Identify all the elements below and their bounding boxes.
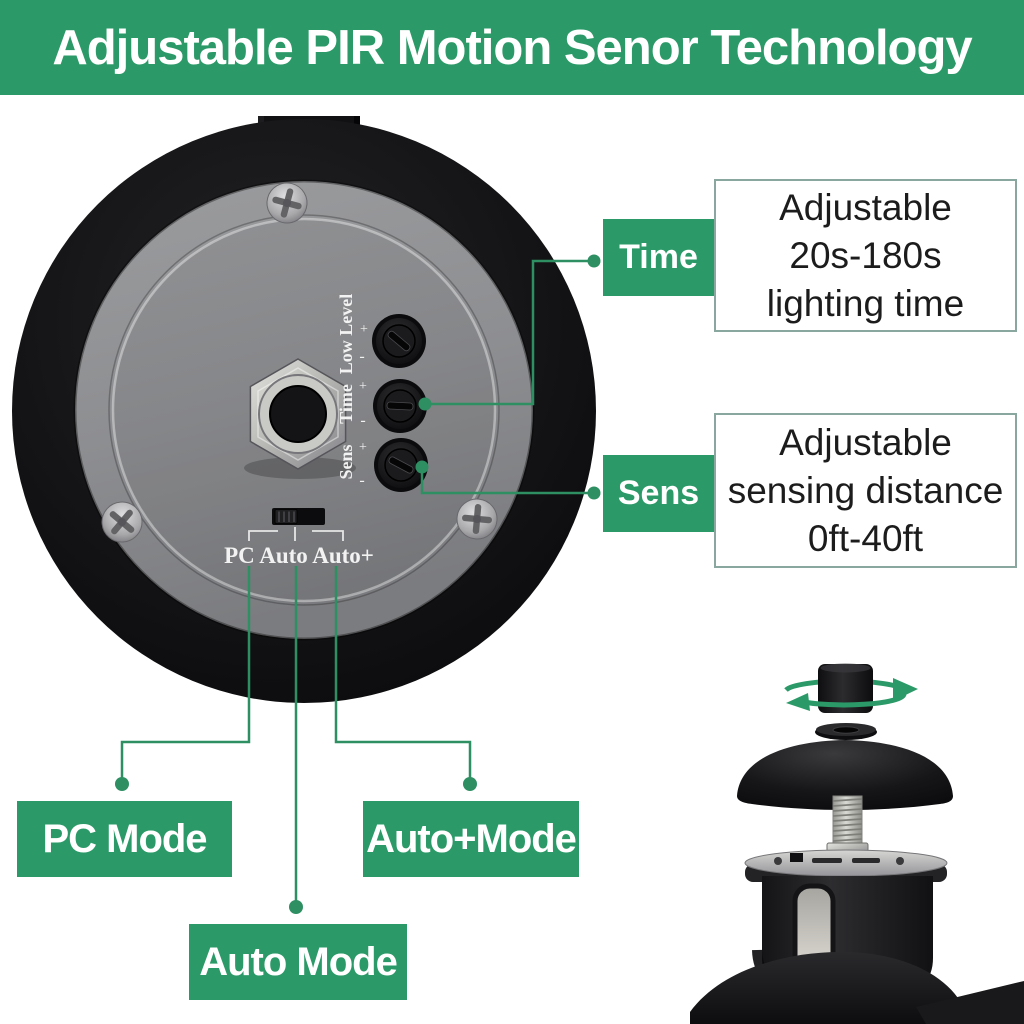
washer [815,723,877,740]
cable-gland-hole [269,385,327,443]
phillips-screw-top [266,182,308,224]
sens-dial-label: Sens [336,444,356,479]
dome-cap [737,740,953,810]
callout-connectors [115,254,601,914]
time-plus: + [359,379,367,394]
threaded-shaft [826,795,869,858]
rotation-arrowhead-right [893,678,918,701]
pc-mode-connector [115,566,251,791]
switch-options-label: PC Auto Auto+ [224,543,374,568]
time-callout-text: Time [619,238,698,276]
low-level-dial [372,314,426,368]
low-level-plus: + [360,322,368,337]
exploded-product-photo [690,663,1024,1024]
header-bar: Adjustable PIR Motion Senor Technology [0,0,1024,95]
lamp-fin [916,981,1024,1024]
phillips-screw-right [456,498,498,540]
time-info-line2: 20s-180s [789,234,942,276]
rotation-arrowhead-left [786,693,810,711]
sens-dial [374,438,428,492]
hex-nut [244,358,356,479]
low-level-dial-label: Low Level [336,294,356,375]
pc-mode-label: PC Mode [17,801,232,877]
rotation-arrow-front [797,693,907,708]
sens-info-line2: sensing distance [727,469,1004,511]
lamp-head [690,951,963,1024]
time-info-box: Adjustable 20s-180s lighting time [714,179,1017,332]
sens-callout-text: Sens [617,474,700,512]
sens-callout-label: Sens [603,455,714,532]
sens-connector [415,460,601,500]
time-info-line1: Adjustable [779,186,952,228]
sensor-back-photo: Low Level + - Time + - Sens + - [12,116,596,703]
time-dial [373,379,427,433]
auto-plus-mode-label: Auto+Mode [363,801,579,877]
phillips-screw-left [101,501,143,543]
time-minus: - [360,412,365,429]
sens-info-line1: Adjustable [779,421,952,463]
switch-knob [274,509,298,524]
sens-info-box: Adjustable sensing distance 0ft-40ft [714,413,1017,568]
sens-plus: + [359,440,367,455]
adjustment-knob [818,663,873,713]
time-info-line3: lighting time [766,282,965,324]
auto-mode-connector [289,566,303,914]
auto-mode-text: Auto Mode [199,939,398,984]
sens-minus: - [359,472,364,489]
auto-plus-mode-connector [334,566,477,791]
sens-info-line3: 0ft-40ft [807,517,924,559]
time-connector [418,254,601,411]
auto-plus-mode-text: Auto+Mode [366,816,577,861]
mode-switch [272,508,325,525]
auto-mode-label: Auto Mode [189,924,407,1000]
page-title: Adjustable PIR Motion Senor Technology [52,20,972,75]
time-dial-label: Time [336,384,356,424]
switch-position-brackets [248,527,344,541]
time-callout-label: Time [603,219,714,296]
face-etched-ring [111,217,497,603]
pc-mode-text: PC Mode [42,816,207,861]
low-level-minus: - [359,348,364,365]
